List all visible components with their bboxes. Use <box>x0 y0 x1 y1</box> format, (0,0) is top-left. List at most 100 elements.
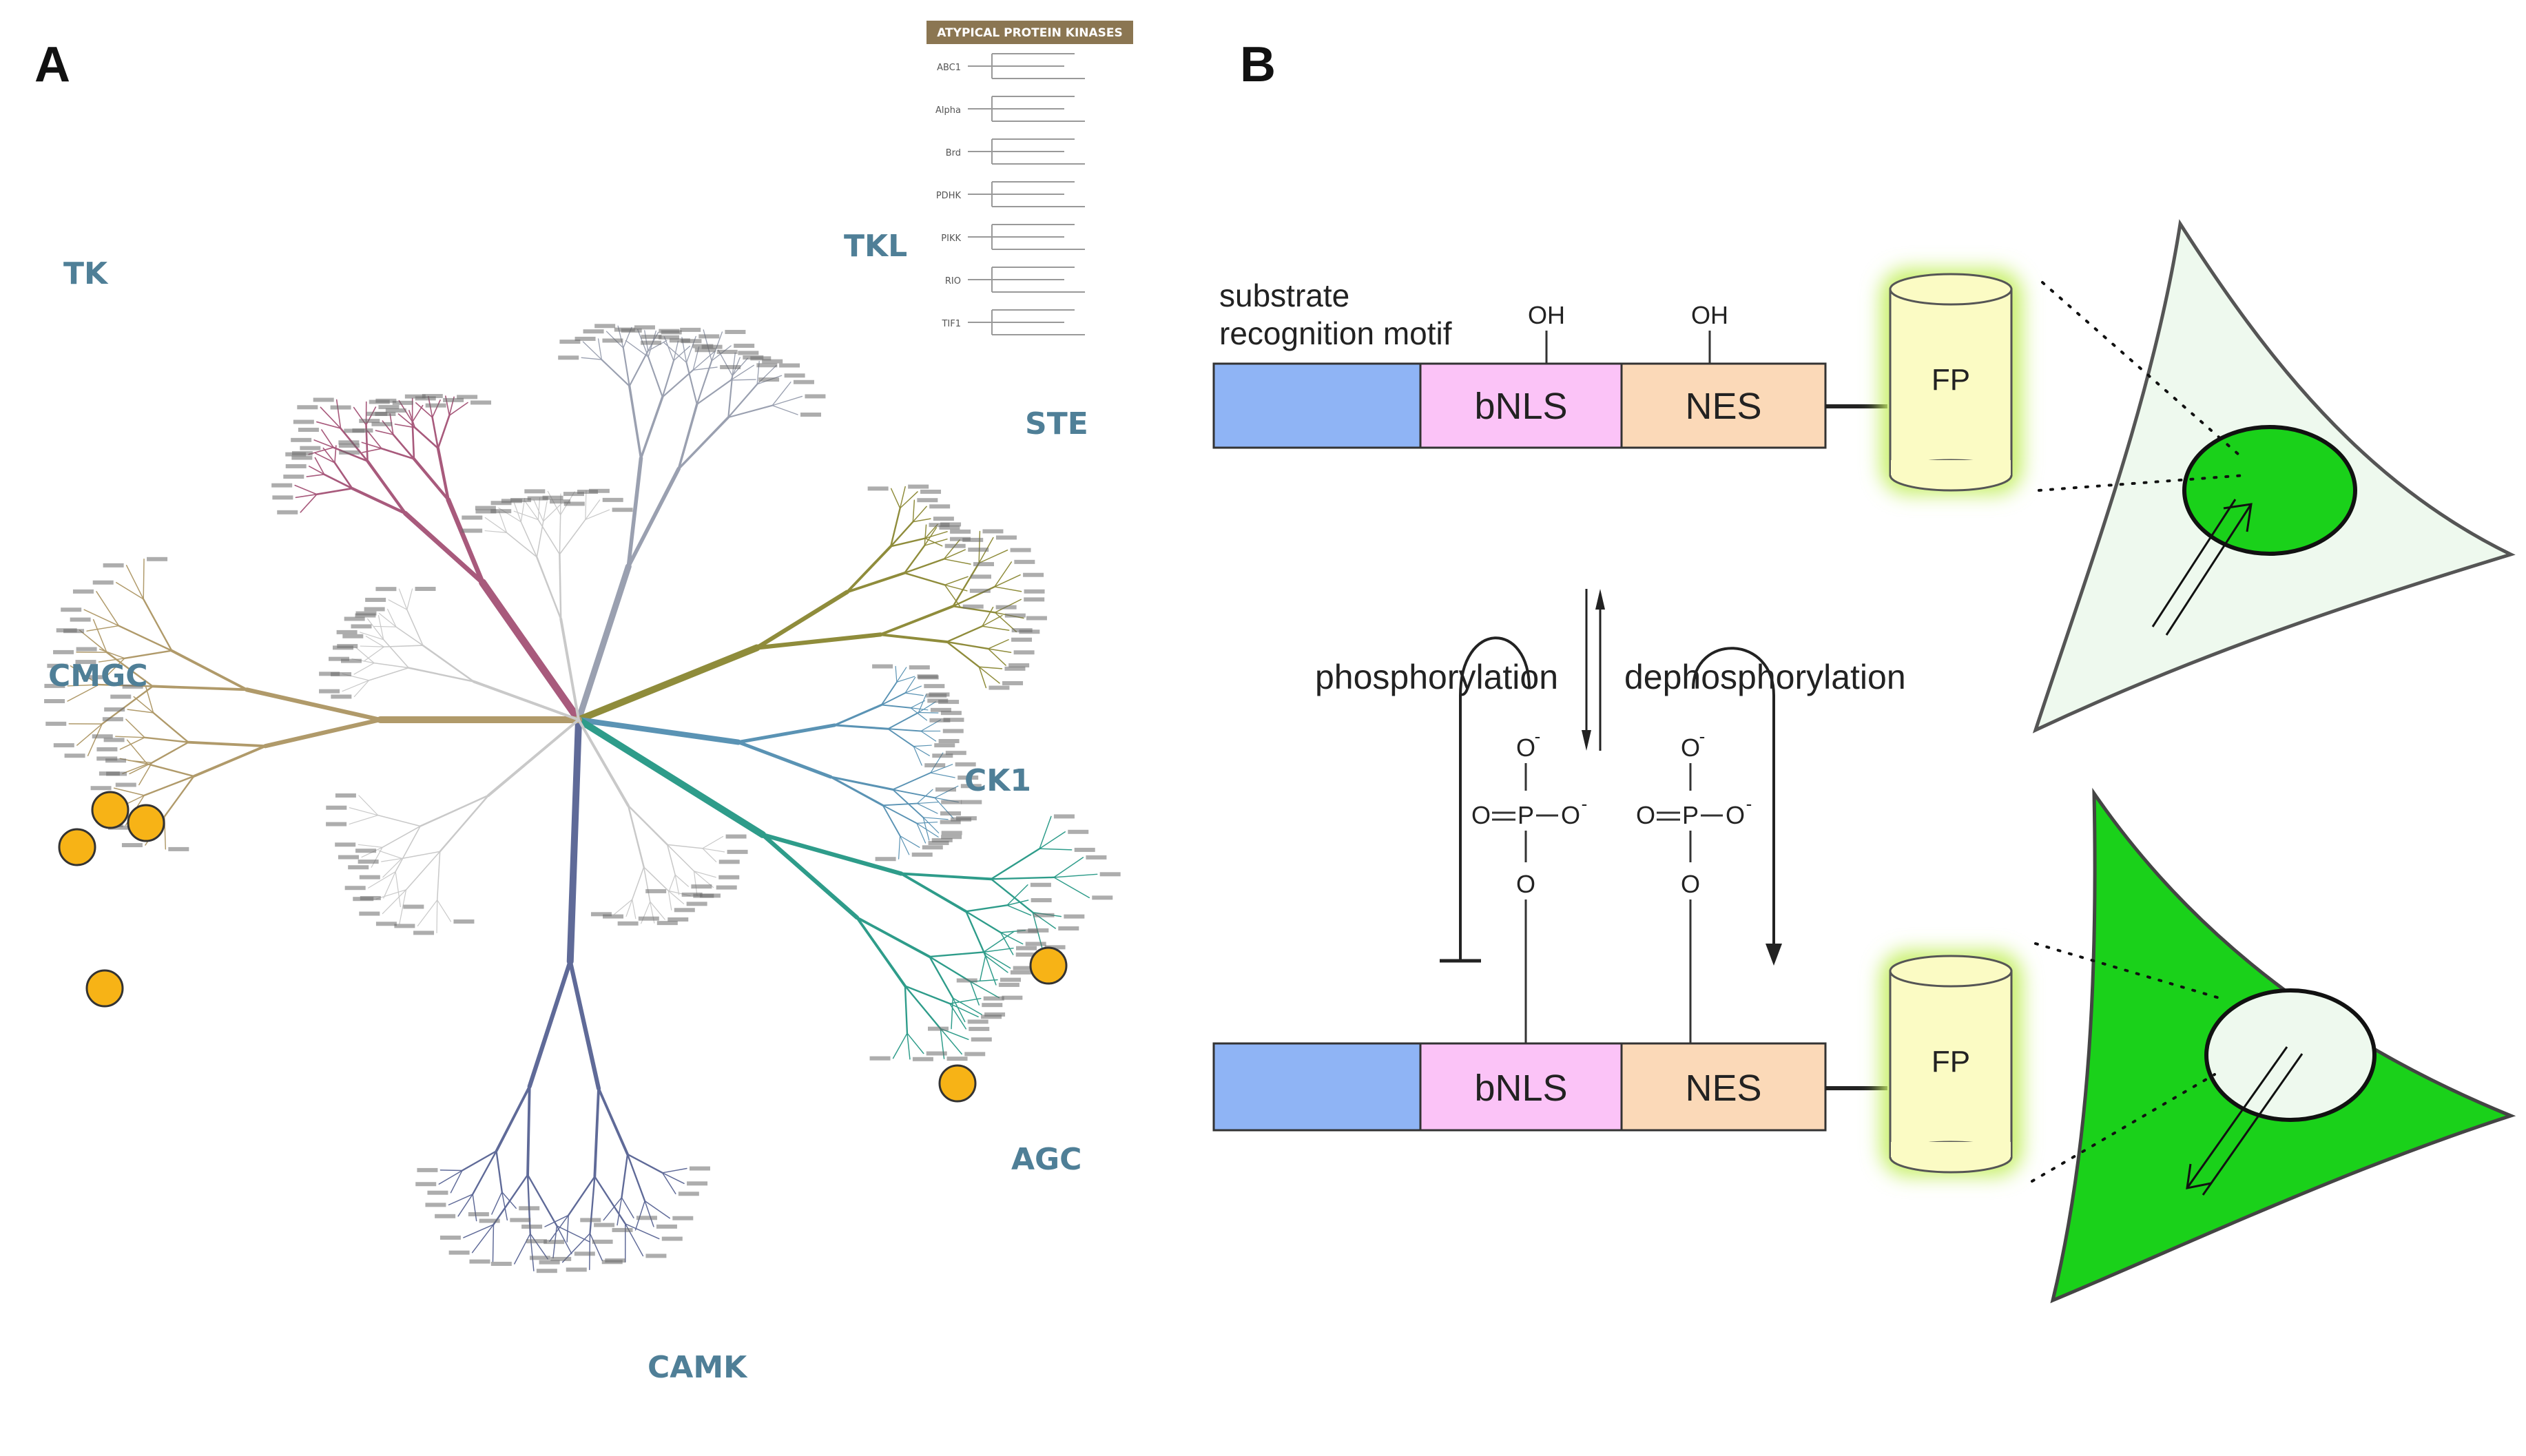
branch-agc <box>970 981 980 1006</box>
import-arrow-head <box>2223 503 2253 532</box>
branch-other <box>406 609 424 646</box>
phosphate-group-bnls: O - O P O - O <box>1471 726 1587 1043</box>
tip-label-mark <box>375 587 397 592</box>
tip-label-mark <box>716 349 738 354</box>
tip-label-mark <box>869 1056 891 1061</box>
tip-label-mark <box>762 359 783 364</box>
branch-agc <box>990 876 1055 880</box>
branch-other <box>405 851 441 891</box>
tip-label-mark <box>634 325 655 330</box>
tip-label-mark <box>352 428 373 433</box>
branch-camk <box>593 1087 600 1178</box>
tip-label-mark <box>592 1239 613 1244</box>
tip-label-mark <box>1068 829 1089 834</box>
branch-ck1 <box>880 704 912 709</box>
branch-agc <box>856 916 907 988</box>
tip-label-mark <box>331 694 352 699</box>
tip-label-mark <box>1099 872 1121 877</box>
branch-tkl <box>677 416 730 470</box>
substrate-motif-box-phospho <box>1212 1042 1422 1132</box>
tip-label-mark <box>360 895 381 900</box>
tip-label-mark <box>1053 814 1075 819</box>
tip-label-mark <box>943 718 964 722</box>
tip-label-mark <box>995 605 1017 610</box>
tip-label-mark <box>453 919 475 924</box>
branch-ste <box>754 590 849 650</box>
tip-label-mark <box>956 978 977 983</box>
branch-ste <box>978 530 981 564</box>
atypical-family-rio: RIO <box>945 276 961 287</box>
branch-other <box>349 807 379 816</box>
tip-label-mark <box>969 1026 990 1031</box>
branch-camk <box>626 1153 663 1174</box>
branch-tkl <box>663 336 674 362</box>
branch-camk <box>471 1224 495 1254</box>
atypical-family-pikk: PIKK <box>941 233 961 244</box>
phos2-minus-top: - <box>1699 726 1706 747</box>
branch-other <box>395 825 421 873</box>
branch-other <box>388 599 408 610</box>
branch-camk <box>617 1196 623 1226</box>
branch-ck1 <box>913 745 932 747</box>
tip-label-mark <box>358 859 379 864</box>
branch-other <box>342 680 370 692</box>
tip-label-mark <box>475 509 497 514</box>
branch-ck1 <box>913 746 930 756</box>
tip-label-mark <box>750 356 772 361</box>
branch-tk <box>375 430 394 435</box>
branch-tk <box>402 510 486 585</box>
branch-agc <box>1053 857 1084 878</box>
branch-cmgc <box>123 649 173 659</box>
branch-ste <box>899 491 918 509</box>
branch-other <box>401 851 441 860</box>
tip-label-mark <box>998 982 1019 987</box>
tip-label-mark <box>641 334 662 339</box>
branch-ck1 <box>900 835 910 855</box>
branch-other <box>406 588 413 610</box>
branch-ste <box>944 576 969 586</box>
branch-other <box>520 498 526 523</box>
tip-label-mark <box>678 1192 699 1196</box>
branch-cmgc <box>151 685 249 691</box>
tip-label-mark <box>941 800 962 804</box>
phos2-o-bottom: O <box>1681 870 1700 898</box>
tip-label-mark <box>942 729 964 734</box>
tip-label-mark <box>908 484 929 489</box>
tip-label-mark <box>756 363 778 368</box>
tip-label-mark <box>527 496 548 501</box>
tip-label-mark <box>417 1167 438 1172</box>
branch-ck1 <box>918 701 936 714</box>
cell-cytoplasmic <box>2031 787 2516 1304</box>
branch-ste <box>912 506 927 523</box>
branch-ck1 <box>920 730 937 742</box>
branch-other <box>382 638 409 669</box>
branch-camk <box>661 1167 687 1174</box>
branch-other <box>398 588 408 610</box>
branch-tkl <box>730 379 756 381</box>
atypical-dendrogram <box>968 181 1085 207</box>
branch-tkl <box>685 362 698 406</box>
branch-ste <box>924 538 948 546</box>
branch-tk <box>321 429 334 448</box>
branch-other <box>353 663 375 675</box>
tip-label-mark <box>103 738 125 742</box>
tip-label-mark <box>550 499 571 504</box>
tip-label-mark <box>973 562 995 567</box>
branch-other <box>383 645 424 647</box>
tip-label-mark <box>687 1181 708 1186</box>
branch-ck1 <box>918 711 939 714</box>
tip-label-mark <box>104 707 125 712</box>
tip-label-mark <box>277 510 298 514</box>
tip-label-mark <box>944 543 966 548</box>
branch-tk <box>313 439 334 448</box>
tip-label-mark <box>385 408 406 413</box>
tip-label-mark <box>686 902 707 906</box>
tip-label-mark <box>558 355 579 360</box>
tip-label-mark <box>950 529 971 534</box>
branch-other <box>407 667 475 683</box>
branch-other <box>360 645 384 647</box>
tip-label-mark <box>1010 548 1031 552</box>
branch-ste <box>978 666 1000 684</box>
tip-label-mark <box>443 397 464 402</box>
tip-label-mark <box>313 397 334 402</box>
